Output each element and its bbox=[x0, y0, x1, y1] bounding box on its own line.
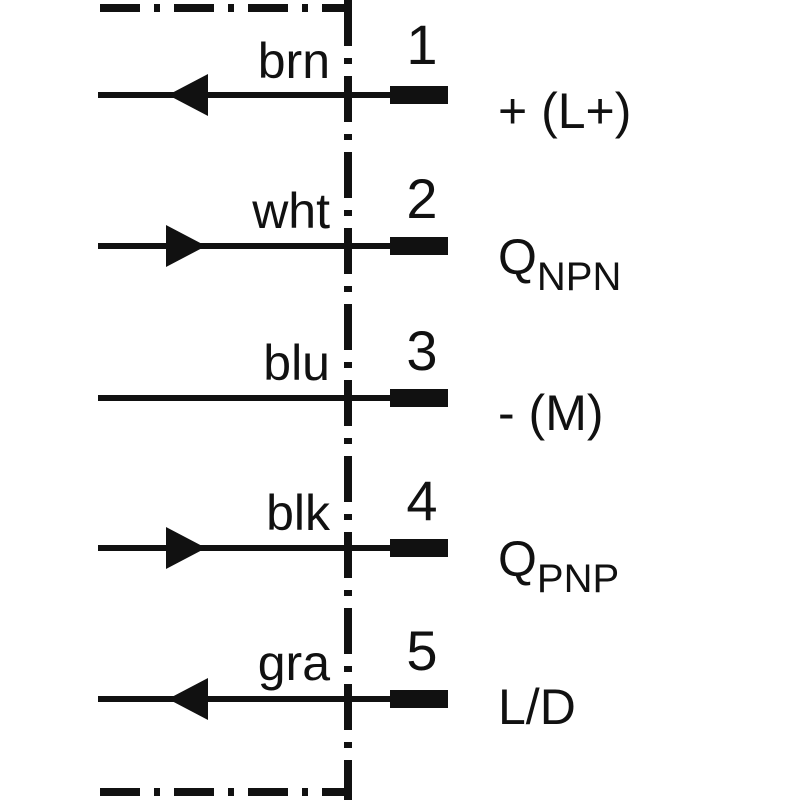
wire-row-1: brn 1 + (L+) bbox=[98, 13, 631, 139]
signal-label: + (L+) bbox=[498, 83, 631, 139]
connector-pin bbox=[390, 237, 448, 255]
pin-number: 5 bbox=[406, 619, 437, 682]
arrow-right-icon bbox=[166, 225, 206, 267]
wire-color-label: blu bbox=[263, 335, 330, 391]
signal-subscript: NPN bbox=[537, 255, 621, 299]
wire-row-5: gra 5 L/D bbox=[98, 619, 576, 735]
connector-pin bbox=[390, 690, 448, 708]
wire-row-3: blu 3 - (M) bbox=[98, 319, 604, 441]
arrow-left-icon bbox=[168, 678, 208, 720]
pin-number: 4 bbox=[406, 469, 437, 532]
signal-main: Q bbox=[498, 531, 537, 587]
connector-pin bbox=[390, 86, 448, 104]
signal-subscript: PNP bbox=[537, 557, 619, 601]
wire-color-label: wht bbox=[251, 183, 330, 239]
wire-color-label: gra bbox=[258, 635, 330, 691]
pin-number: 2 bbox=[406, 167, 437, 230]
signal-main: - (M) bbox=[498, 385, 604, 441]
signal-label: L/D bbox=[498, 679, 576, 735]
signal-main: Q bbox=[498, 229, 537, 285]
wire-color-label: blk bbox=[266, 485, 331, 541]
signal-label: QPNP bbox=[498, 531, 619, 601]
wire-color-label: brn bbox=[258, 33, 330, 89]
connector-pin bbox=[390, 389, 448, 407]
arrow-left-icon bbox=[168, 74, 208, 116]
signal-main: L/D bbox=[498, 679, 576, 735]
pin-number: 3 bbox=[406, 319, 437, 382]
arrow-right-icon bbox=[166, 527, 206, 569]
wire-row-2: wht 2 QNPN bbox=[98, 167, 621, 299]
signal-label: QNPN bbox=[498, 229, 621, 299]
pin-number: 1 bbox=[406, 13, 437, 76]
signal-main: + (L+) bbox=[498, 83, 631, 139]
wire-row-4: blk 4 QPNP bbox=[98, 469, 619, 601]
signal-label: - (M) bbox=[498, 385, 604, 441]
connector-pin bbox=[390, 539, 448, 557]
